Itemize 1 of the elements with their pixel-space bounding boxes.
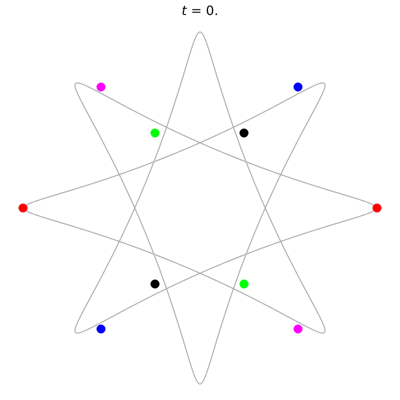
plot-title: t = 0. (182, 4, 218, 19)
